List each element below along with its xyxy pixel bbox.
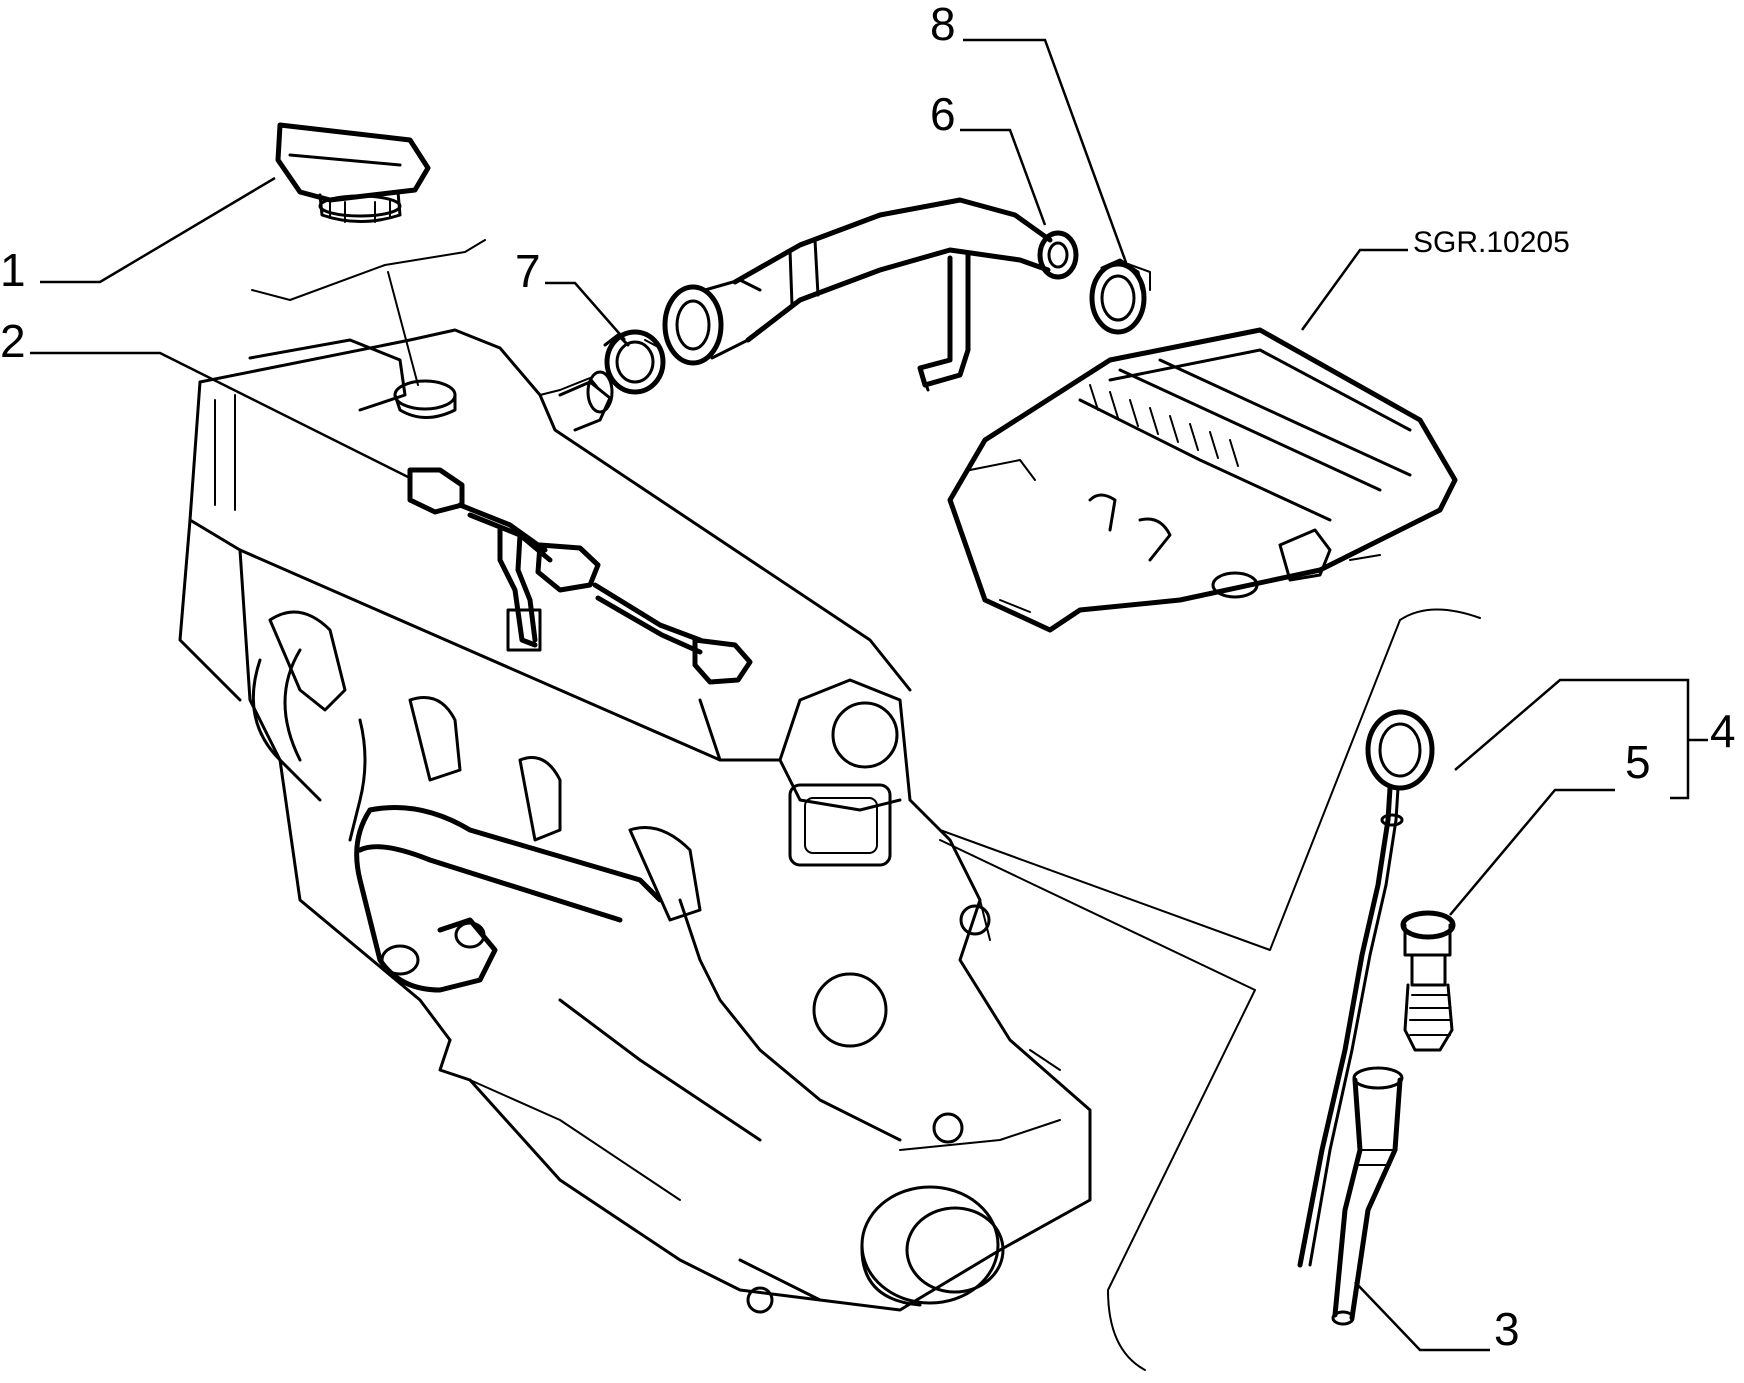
callout-5-leader [1449,788,1615,916]
callout-3: 3 [1494,1303,1520,1355]
reference-code: SGR.10205 [1413,226,1570,259]
callout-4-bracket [1670,678,1708,800]
valve-cover [947,327,1458,633]
wiring-harness [407,467,753,685]
callout-1: 1 [0,244,26,296]
callout-6: 6 [930,88,956,140]
callout-2: 2 [0,315,26,367]
dipstick-plug [1400,910,1456,1052]
callout-7-leader [545,281,626,341]
dipstick-locator-line [939,608,1481,951]
callout-3-leader [1354,1281,1490,1352]
callout-4: 4 [1710,705,1736,757]
callout-1-leader [40,176,276,284]
filler-neck-indicator-2 [387,271,419,386]
engine-block [178,328,1092,1314]
coolant-hose [662,197,1079,392]
dipstick-tube [1331,1066,1404,1326]
callout-8-leader [963,38,1130,269]
filler-neck-indicator [251,239,486,301]
callout-5: 5 [1625,736,1651,788]
hose-clamp-small [603,329,666,395]
callout-8: 8 [930,0,956,50]
hose-clamp [1089,258,1151,335]
callout-7: 7 [515,245,541,297]
dipstick-locator-line-lower [939,839,1256,1371]
reference-code-leader [1300,248,1408,331]
filler-cap [275,122,431,223]
callout-6-leader [960,128,1047,226]
dipstick [1297,709,1435,1268]
callout-2-leader [30,351,411,480]
callout-4-leader [1454,678,1670,771]
